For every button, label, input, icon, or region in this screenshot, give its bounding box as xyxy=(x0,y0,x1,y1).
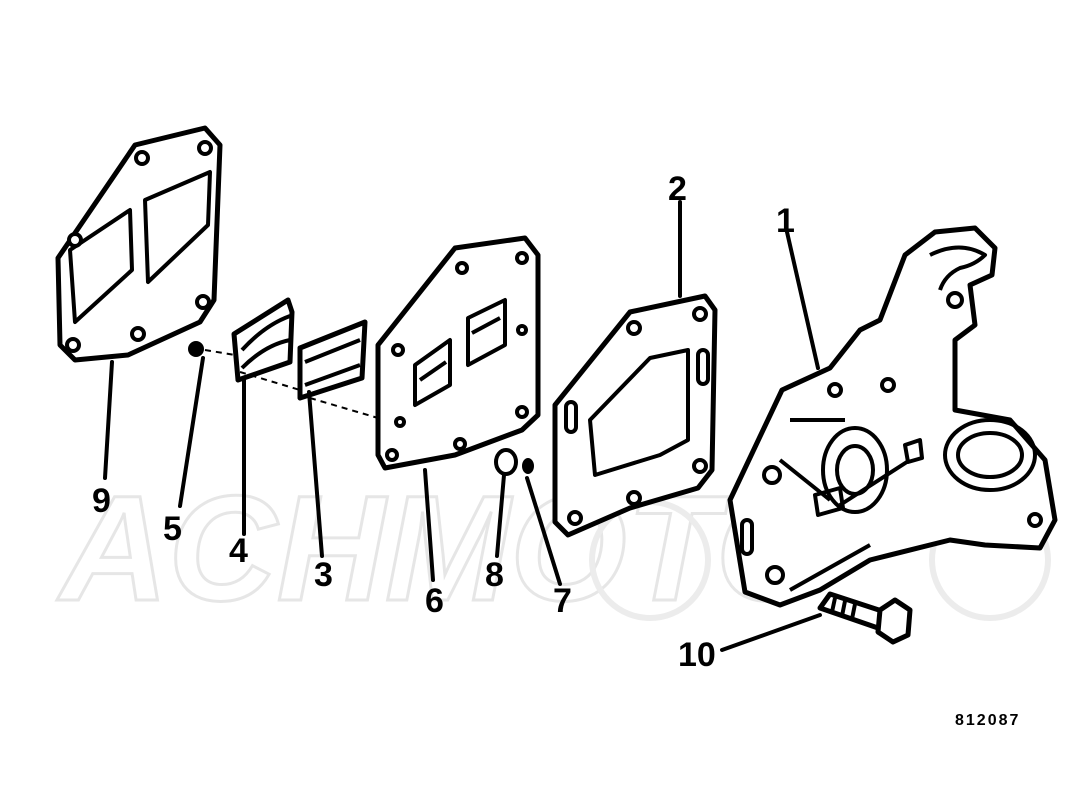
callout-2: 2 xyxy=(668,170,687,208)
part-6-reed-plate xyxy=(375,235,541,471)
part-4-reed-stop xyxy=(231,297,301,391)
callout-7: 7 xyxy=(553,582,572,620)
callout-8: 8 xyxy=(485,556,504,594)
part-7-nut xyxy=(522,458,534,474)
part-9-gasket xyxy=(55,125,223,363)
callout-1: 1 xyxy=(776,202,795,240)
part-3-reed xyxy=(297,319,379,419)
part-1-housing xyxy=(727,225,1058,608)
watermark-text: ACHMOTO xyxy=(56,464,832,632)
callout-10: 10 xyxy=(678,636,716,674)
callout-labels: 9 5 4 3 6 8 7 2 1 10 xyxy=(92,170,795,674)
figure-reference-number: 812087 xyxy=(955,712,1020,729)
callout-9: 9 xyxy=(92,482,111,520)
callout-3: 3 xyxy=(314,556,333,594)
leader-lines xyxy=(103,200,822,652)
part-5-screw xyxy=(188,341,236,357)
part-2-gasket xyxy=(552,293,718,538)
part-10-bolt xyxy=(817,591,913,645)
callout-5: 5 xyxy=(163,510,182,548)
callout-6: 6 xyxy=(425,582,444,620)
callout-4: 4 xyxy=(229,532,248,570)
part-8-washer xyxy=(494,448,518,476)
